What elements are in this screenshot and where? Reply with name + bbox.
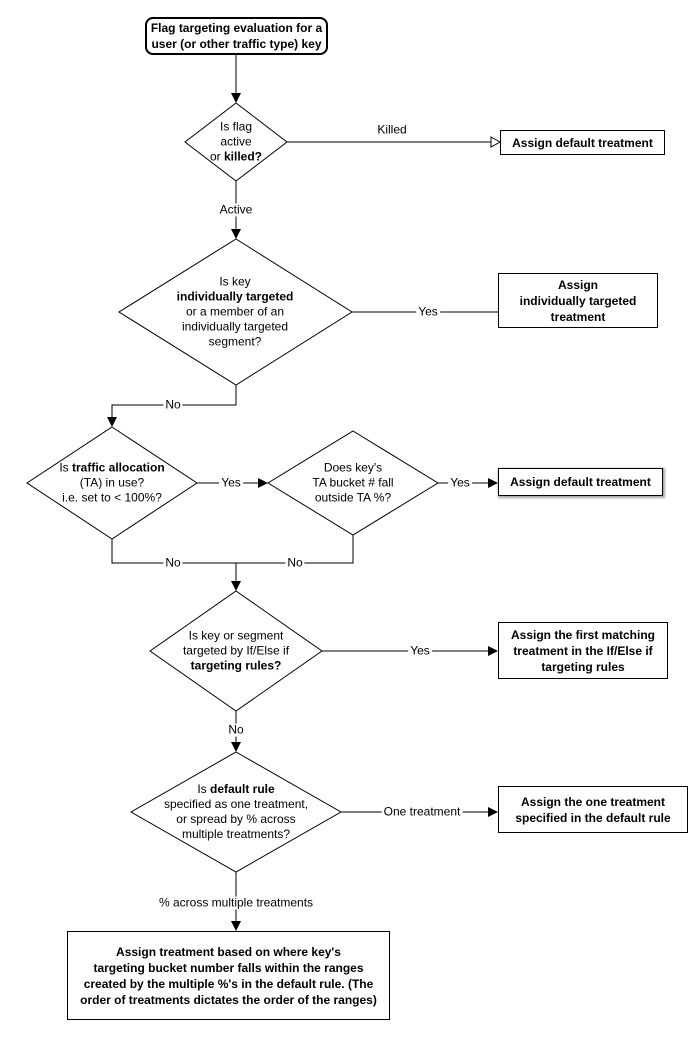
decision-individual-target-shape: [118, 238, 353, 386]
decision-individual-target: Is key individually targeted or a member…: [176, 274, 294, 349]
edge-label-yes-ta: Yes: [219, 475, 243, 490]
edge-label-yes-individual: Yes: [416, 304, 440, 319]
edge-no-ta: [111, 539, 236, 564]
decision-shapes: [26, 102, 439, 873]
decision-default-rule-shape: [129, 751, 343, 873]
decision-traffic-allocation: Is traffic allocation (TA) in use? i.e. …: [59, 460, 165, 505]
arrowhead-into-bucket-ranges: [231, 921, 241, 931]
edge-label-no-ta-bucket: No: [285, 555, 305, 570]
edge-label-yes-rules: Yes: [408, 643, 432, 658]
edge-no-ta-bucket: [236, 535, 354, 564]
arrowhead-into-one-treatment: [488, 807, 498, 817]
decision-flag-active: Is flag active or killed?: [209, 119, 263, 164]
arrowhead-into-individual: [231, 229, 241, 239]
decision-default-rule: Is default rule specified as one treatme…: [163, 782, 309, 841]
arrowhead-into-default-rule: [231, 742, 241, 752]
decision-ta-bucket-shape: [267, 430, 439, 536]
result-assign-individually-targeted-treatment: Assign individually targeted treatment: [498, 273, 658, 328]
start-node-line1: Flag targeting evaluation for a: [150, 21, 323, 35]
edge-label-one-treatment: One treatment: [381, 804, 463, 819]
arrowhead-into-rules: [231, 581, 241, 591]
decision-ta-bucket: Does key's TA bucket # fall outside TA %…: [312, 460, 394, 505]
arrowhead-into-flag-active: [231, 93, 241, 103]
result-assign-first-matching-treatment: Assign the first matching treatment in t…: [498, 622, 668, 679]
open-arrowhead-into-default-top: [490, 136, 502, 148]
result-assign-treatment-bucket-ranges: Assign treatment based on where key's ta…: [67, 931, 390, 1020]
arrowheads: [107, 93, 498, 931]
start-node-line2: user (or other traffic type) key: [151, 37, 322, 51]
decision-targeting-rules-shape: [149, 590, 323, 712]
decision-traffic-allocation-shape: [26, 426, 198, 540]
arrowhead-into-ta: [107, 417, 117, 427]
edge-label-no-individual: No: [163, 397, 183, 412]
edge-label-killed: Killed: [375, 122, 409, 137]
edge-label-no-rules: No: [226, 722, 246, 737]
edge-label-no-ta: No: [163, 555, 183, 570]
edge-label-pct-multiple: % across multiple treatments: [156, 895, 316, 910]
arrowhead-into-ta-bucket: [258, 478, 268, 488]
arrowhead-into-first-matching: [488, 646, 498, 656]
result-assign-default-treatment-killed: Assign default treatment: [500, 130, 665, 155]
result-assign-one-treatment: Assign the one treatment specified in th…: [498, 786, 688, 833]
decision-targeting-rules: Is key or segment targeted by If/Else if…: [182, 628, 290, 673]
edge-label-active: Active: [217, 202, 255, 217]
decision-flag-active-shape: [184, 102, 288, 182]
edge-label-yes-ta-bucket: Yes: [448, 475, 472, 490]
result-assign-default-treatment-ta: Assign default treatment: [498, 468, 663, 496]
arrowhead-into-default-ta: [488, 478, 498, 488]
start-node: Flag targeting evaluation for a user (or…: [145, 17, 328, 55]
